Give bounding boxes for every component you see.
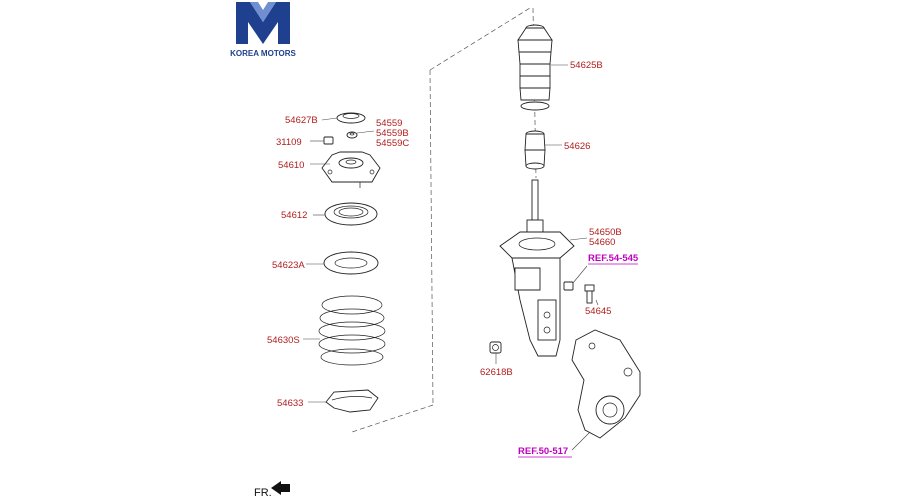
label-54623a: 54623A <box>272 260 305 271</box>
part-steering-knuckle <box>571 329 641 439</box>
front-direction-indicator: FR. <box>254 481 290 499</box>
part-31109-nut <box>323 136 334 145</box>
part-54630s-coil-spring <box>318 295 386 366</box>
part-54627b-dust-cap <box>336 112 366 124</box>
logo-mark <box>236 2 290 44</box>
frame-left-edge <box>429 69 434 406</box>
part-54612-bearing <box>324 202 378 226</box>
label-54633: 54633 <box>277 398 303 409</box>
part-54633-lower-seat <box>325 389 379 413</box>
part-62618b-nut <box>489 341 502 354</box>
part-54610-strut-mount <box>321 151 381 188</box>
label-54660: 54660 <box>589 237 615 248</box>
part-54645-bolt <box>584 284 595 304</box>
label-54559b: 54559B <box>376 128 409 139</box>
reference-54-545[interactable]: REF.54-545 <box>588 253 639 265</box>
reference-54-545-text[interactable]: REF.54-545 <box>588 253 639 264</box>
part-54626-bump-stopper <box>524 130 546 170</box>
part-54559-nut <box>346 131 358 139</box>
korea-motors-logo: KOREA MOTORS <box>230 2 297 58</box>
logo-mark-accent <box>250 2 276 22</box>
part-54650b-strut-assembly <box>499 179 575 357</box>
front-direction-text: FR. <box>254 487 272 499</box>
label-54625b: 54625B <box>570 60 603 71</box>
part-54623a-spring-pad <box>323 251 379 275</box>
label-31109: 31109 <box>276 137 302 148</box>
label-54650b: 54650B <box>589 227 622 238</box>
label-54630s: 54630S <box>267 335 300 346</box>
reference-50-517[interactable]: REF.50-517 <box>518 446 572 458</box>
label-54559: 54559 <box>376 118 402 129</box>
logo-text: KOREA MOTORS <box>230 49 296 58</box>
reference-50-517-text[interactable]: REF.50-517 <box>518 446 568 457</box>
label-54559c: 54559C <box>376 138 409 149</box>
label-54627b: 54627B <box>285 115 318 126</box>
label-54612: 54612 <box>281 210 307 221</box>
label-62618b: 62618B <box>480 367 513 378</box>
label-54645: 54645 <box>585 306 611 317</box>
frame-top-edge <box>429 7 531 71</box>
label-54610: 54610 <box>278 160 304 171</box>
part-54625b-dust-boot <box>517 24 553 111</box>
leader-lines <box>303 64 599 451</box>
frame-bottom-edge <box>351 404 434 433</box>
part-stabilizer-nut <box>563 281 574 291</box>
front-arrow-icon <box>271 481 290 495</box>
label-54626: 54626 <box>564 141 590 152</box>
